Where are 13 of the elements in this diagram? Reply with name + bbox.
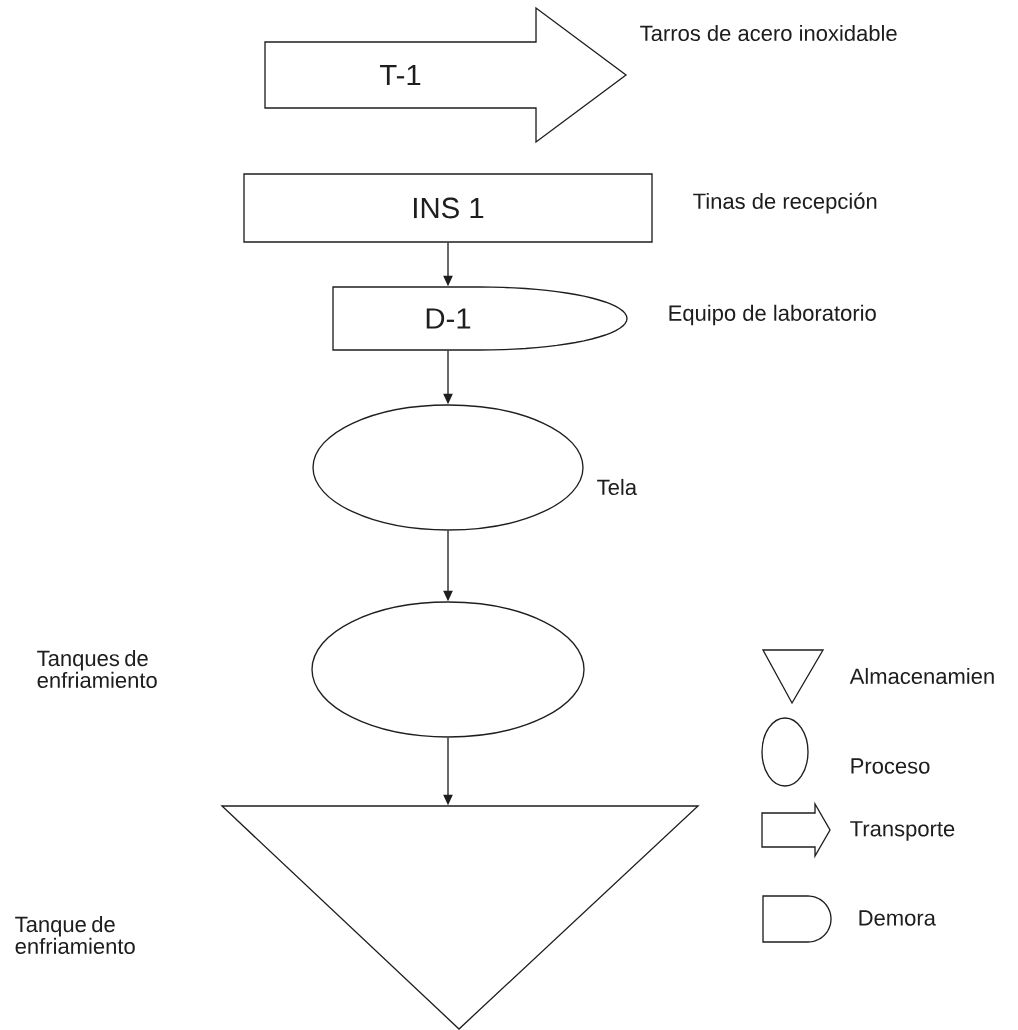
process-ellipse	[312, 404, 584, 531]
legend-label: Proceso	[851, 758, 930, 774]
node-caption: Tinas de recepción	[693, 192, 877, 214]
legend-label: Almacenamien	[849, 667, 994, 685]
legend-label: Demora	[859, 910, 936, 926]
side-label: Tanques de enfriamiento	[37, 650, 157, 688]
process-ellipse	[311, 601, 585, 738]
side-label: Tanque de enfriamiento	[15, 916, 135, 954]
node-caption: Tarros de acero inoxidable	[640, 24, 897, 42]
legend-label: Transporte	[850, 821, 955, 841]
node-caption: Tela	[597, 478, 638, 496]
node-caption: Equipo de laboratorio	[669, 304, 876, 326]
inspection-box: INS 1	[243, 173, 653, 243]
